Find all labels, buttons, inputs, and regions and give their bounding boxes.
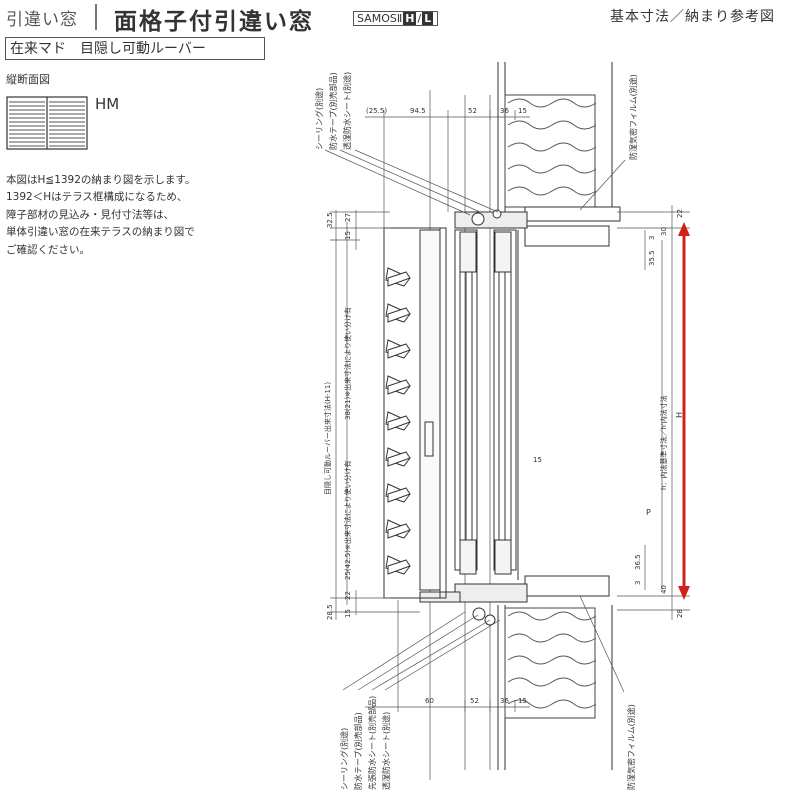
badge-series: SAMOSⅡ xyxy=(357,12,403,25)
dim-top-5: 15 xyxy=(518,107,527,115)
insulation-wave xyxy=(507,655,597,665)
insulation-wave xyxy=(507,98,597,108)
insulation-wave xyxy=(507,164,597,174)
insulation-wave xyxy=(507,677,597,687)
callout-sealing-bottom: シーリング(別途) xyxy=(339,728,349,790)
dim-top-1: (25.5) xyxy=(366,107,387,115)
dim-bottom-3: 36 xyxy=(500,697,509,705)
dim-mid: 15 xyxy=(533,456,542,464)
model-code: HM xyxy=(95,95,120,113)
louver-blade xyxy=(387,559,411,575)
product-subtitle: 在来マド 目隠し可動ルーバー xyxy=(5,37,265,60)
dim-right-7: 40 xyxy=(660,585,668,594)
label-h-inner: h：内法基準寸法／h'内法寸法 xyxy=(659,395,668,490)
louver-thumbnail-icon xyxy=(6,96,88,150)
dim-left-1: 32.5 xyxy=(326,212,334,228)
callout-tape-top: 防水テープ(別売部品) xyxy=(328,72,338,150)
callout-sealing-top: シーリング(別途) xyxy=(314,88,324,150)
insulation-wave xyxy=(507,186,597,196)
louver-blade xyxy=(387,343,411,359)
dim-right-4: 35.5 xyxy=(648,250,656,266)
dim-top-3: 52 xyxy=(468,107,477,115)
vertical-label-louver: 目隠し可動ルーバー出来寸法(H-11) xyxy=(323,382,332,495)
dim-bottom-2: 52 xyxy=(470,697,479,705)
insulation-wave xyxy=(507,633,597,643)
dim-left-3: 15 xyxy=(344,231,352,240)
dim-right-8: 28 xyxy=(676,609,684,618)
callout-film-top: 防湿気密フィルム(別途) xyxy=(628,74,638,160)
vertical-label-25: 25(42.5)※出来寸法により使い分け有 xyxy=(343,460,352,580)
louver-blade xyxy=(387,379,411,395)
callout-sheet-top: 透湿防水シート(別途) xyxy=(342,72,352,150)
callout-presheet-bottom: 先張防水シート(別売部品) xyxy=(367,696,377,790)
dim-left-2: 27 xyxy=(344,213,352,222)
series-label: 引違い窓 xyxy=(6,10,78,30)
label-h: H xyxy=(675,412,684,418)
louver-blade xyxy=(387,451,411,467)
louver-blade xyxy=(387,415,411,431)
note-line: ご確認ください。 xyxy=(6,243,90,256)
callout-tape-bottom: 防水テープ(別売部品) xyxy=(353,712,363,790)
dim-right-3: 3 xyxy=(648,236,656,240)
badge-l: L xyxy=(422,12,434,25)
vertical-label-38: 38(21)※出来寸法により使い分け有 xyxy=(343,307,352,420)
label-p: P xyxy=(646,508,651,517)
dim-bottom-1: 60 xyxy=(425,697,434,705)
louver-blade xyxy=(387,523,411,539)
height-arrow xyxy=(678,222,690,600)
page-title: 面格子付引違い窓 xyxy=(114,9,314,35)
dim-left-6: 28.5 xyxy=(326,604,334,620)
dim-left-4: 22 xyxy=(344,591,352,600)
callout-sheet-bottom: 透湿防水シート(別途) xyxy=(381,712,391,790)
insulation-wave xyxy=(507,611,597,621)
callout-film-bottom: 防湿気密フィルム(別途) xyxy=(626,704,636,790)
dim-right-6: 36.5 xyxy=(634,554,642,570)
dim-right-5: 3 xyxy=(634,581,642,585)
dim-bottom-4: 15 xyxy=(518,697,527,705)
note-text: 本図はH≦1392の納まり図を示します。 1392＜Hはテラス框構成になるため、… xyxy=(6,172,195,259)
dim-right-2: 30 xyxy=(660,227,668,236)
insulation-wave xyxy=(507,120,597,130)
dim-top-2: 94.5 xyxy=(410,107,426,115)
note-line: 本図はH≦1392の納まり図を示します。 xyxy=(6,174,196,186)
badge-h: H xyxy=(403,12,417,25)
header-divider xyxy=(95,4,97,30)
louver-blade xyxy=(387,487,411,503)
note-line: 1392＜Hはテラス框構成になるため、 xyxy=(6,191,188,204)
dim-right-1: 22 xyxy=(676,209,684,218)
dim-left-5: 15 xyxy=(344,609,352,618)
dim-top-4: 36 xyxy=(500,107,509,115)
louver-blade xyxy=(387,271,411,287)
louver-blade xyxy=(387,307,411,323)
section-label: 縦断面図 xyxy=(6,73,50,86)
insulation-wave xyxy=(507,699,597,709)
note-line: 単体引違い窓の在来テラスの納まり図で xyxy=(6,226,195,239)
insulation-wave xyxy=(507,142,597,152)
drawing-type: 基本寸法／納まり参考図 xyxy=(610,9,775,25)
note-line: 障子部材の見込み・見付寸法等は、 xyxy=(6,208,174,221)
